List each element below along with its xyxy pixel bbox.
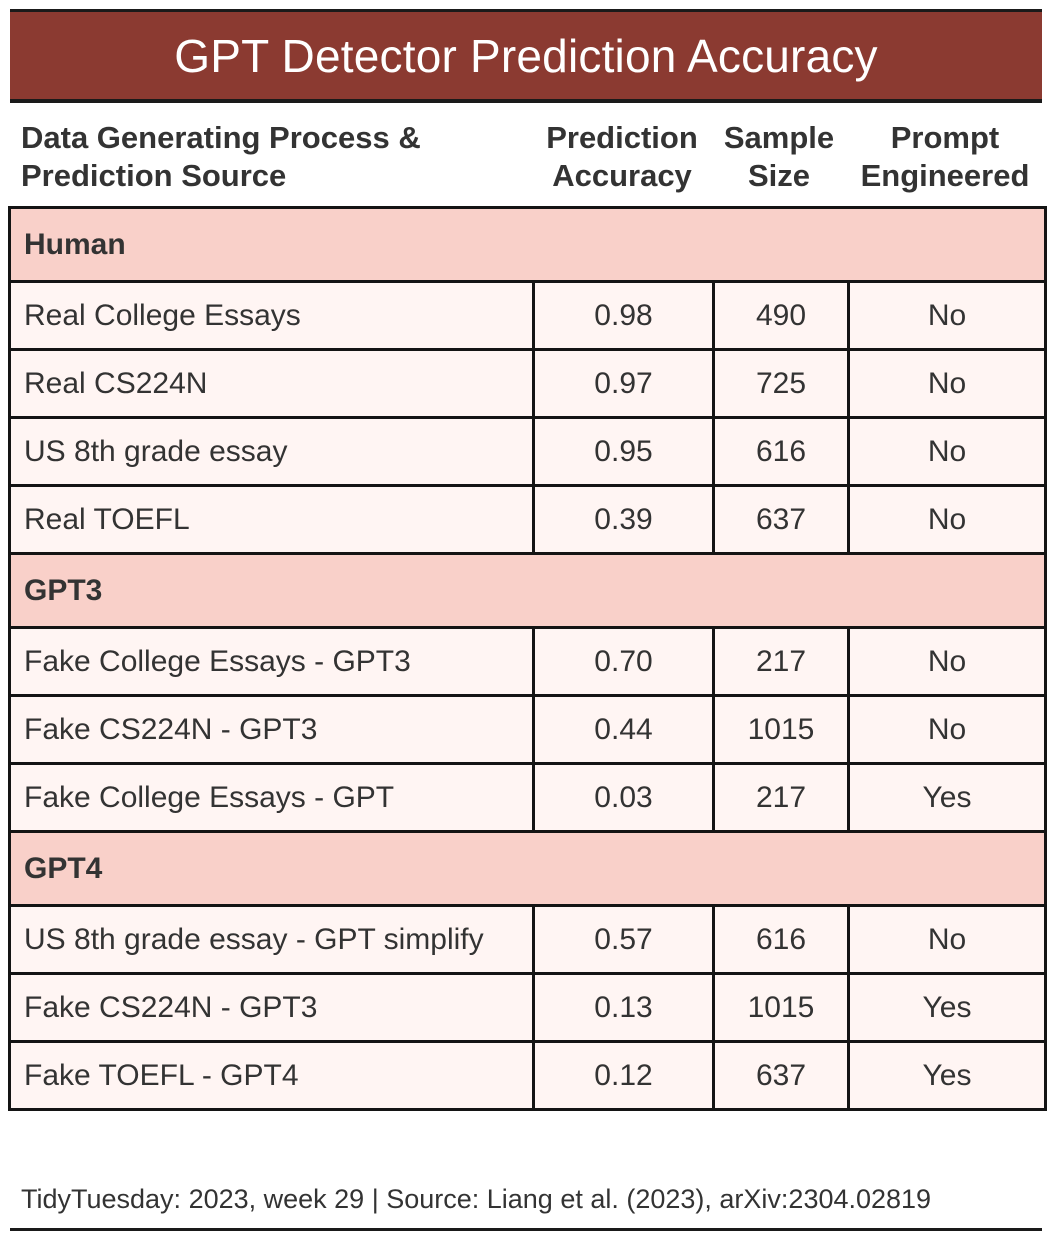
cell-sample-size: 725: [712, 348, 850, 419]
cell-source: Real College Essays: [8, 280, 535, 351]
cell-prompt-engineered: No: [847, 694, 1047, 765]
group-label: Human: [8, 206, 1047, 283]
cell-source: Fake College Essays - GPT3: [8, 626, 535, 697]
cell-prompt-engineered: No: [847, 416, 1047, 487]
cell-accuracy: 0.97: [532, 348, 715, 419]
cell-prompt-engineered: No: [847, 348, 1047, 419]
cell-source: Fake College Essays - GPT: [8, 762, 535, 833]
cell-source: Fake CS224N - GPT3: [8, 694, 535, 765]
cell-accuracy: 0.98: [532, 280, 715, 351]
cell-accuracy: 0.12: [532, 1040, 715, 1111]
cell-source: Fake CS224N - GPT3: [8, 972, 535, 1043]
group-row-gpt4: GPT4: [8, 830, 1047, 907]
source-footer: TidyTuesday: 2023, week 29 | Source: Lia…: [21, 1184, 932, 1214]
cell-prompt-engineered: Yes: [847, 762, 1047, 833]
cell-sample-size: 616: [712, 904, 850, 975]
cell-sample-size: 1015: [712, 694, 850, 765]
cell-prompt-engineered: No: [847, 484, 1047, 555]
cell-source: US 8th grade essay - GPT simplify: [8, 904, 535, 975]
cell-prompt-engineered: No: [847, 626, 1047, 697]
group-row-human: Human: [8, 206, 1047, 283]
cell-accuracy: 0.03: [532, 762, 715, 833]
table-title: GPT Detector Prediction Accuracy: [174, 29, 878, 82]
cell-sample-size: 217: [712, 762, 850, 833]
cell-sample-size: 637: [712, 1040, 850, 1111]
cell-source: Fake TOEFL - GPT4: [8, 1040, 535, 1111]
cell-sample-size: 637: [712, 484, 850, 555]
cell-prompt-engineered: No: [847, 280, 1047, 351]
cell-prompt-engineered: Yes: [847, 972, 1047, 1043]
cell-accuracy: 0.70: [532, 626, 715, 697]
cell-prompt-engineered: Yes: [847, 1040, 1047, 1111]
group-label: GPT4: [8, 830, 1047, 907]
cell-source: Real TOEFL: [8, 484, 535, 555]
cell-sample-size: 616: [712, 416, 850, 487]
cell-prompt-engineered: No: [847, 904, 1047, 975]
cell-source: US 8th grade essay: [8, 416, 535, 487]
cell-accuracy: 0.57: [532, 904, 715, 975]
column-header-source: Data Generating Process &Prediction Sour…: [21, 120, 421, 193]
cell-sample-size: 1015: [712, 972, 850, 1043]
cell-accuracy: 0.95: [532, 416, 715, 487]
table-title-bar: GPT Detector Prediction Accuracy: [10, 9, 1042, 103]
cell-accuracy: 0.44: [532, 694, 715, 765]
cell-accuracy: 0.13: [532, 972, 715, 1043]
group-row-gpt3: GPT3: [8, 552, 1047, 629]
cell-accuracy: 0.39: [532, 484, 715, 555]
cell-sample-size: 490: [712, 280, 850, 351]
cell-sample-size: 217: [712, 626, 850, 697]
group-label: GPT3: [8, 552, 1047, 629]
cell-source: Real CS224N: [8, 348, 535, 419]
bottom-rule: [10, 1228, 1042, 1231]
